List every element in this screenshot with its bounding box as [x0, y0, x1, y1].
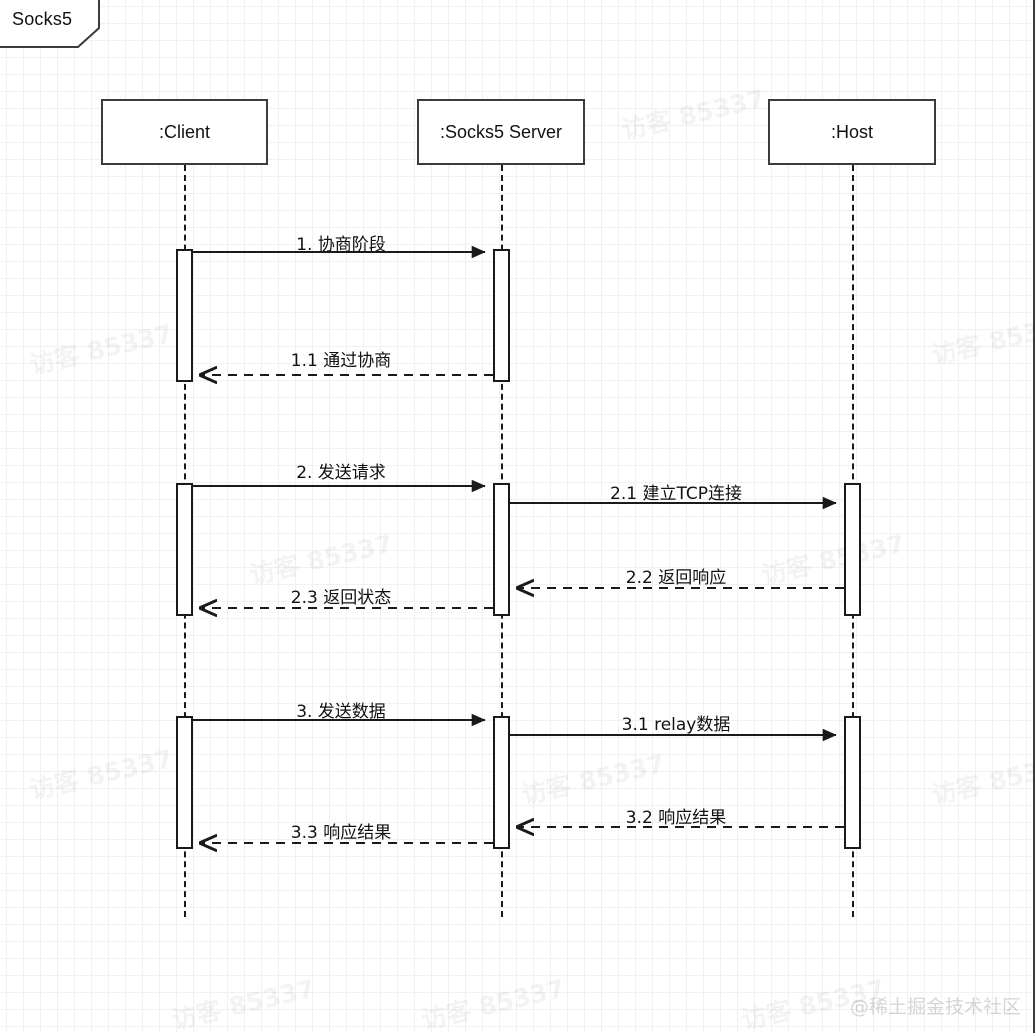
- watermark-corner: @稀土掘金技术社区: [849, 996, 1021, 1018]
- watermark-tile: 访客 85337: [928, 304, 1033, 372]
- activation-bar-server-2: [493, 483, 510, 616]
- message-label-m3_3: 3.3 响应结果: [290, 823, 392, 843]
- lifeline-head-server[interactable]: :Socks5 Server: [417, 99, 585, 165]
- message-label-m3_1: 3.1 relay数据: [621, 715, 731, 735]
- lifeline-head-host-label: :Host: [830, 121, 873, 142]
- activation-bar-client-1: [176, 249, 193, 382]
- message-label-m3_2: 3.2 响应结果: [625, 808, 727, 828]
- frame-tab-shape: [0, 0, 100, 48]
- message-label-m3: 3. 发送数据: [296, 702, 386, 722]
- watermark-tile: 访客 85337: [618, 79, 768, 147]
- watermark-tile: 访客 85337: [928, 744, 1033, 812]
- watermark-tile: 访客 85337: [246, 524, 396, 592]
- message-label-m2: 2. 发送请求: [296, 463, 386, 483]
- lifeline-head-client-label: :Client: [158, 121, 211, 142]
- activation-bar-server-1: [493, 249, 510, 382]
- watermark-tile: 访客 85337: [26, 314, 176, 382]
- message-label-m2_3: 2.3 返回状态: [290, 588, 392, 608]
- watermark-tile: 访客 85337: [518, 744, 668, 812]
- message-label-m2_2: 2.2 返回响应: [625, 568, 727, 588]
- lifeline-head-client[interactable]: :Client: [101, 99, 268, 165]
- watermark-tile: 访客 85337: [26, 739, 176, 807]
- activation-bar-server-3: [493, 716, 510, 849]
- watermark-tile: 访客 85337: [758, 524, 908, 592]
- activation-bar-host-3: [844, 716, 861, 849]
- lifeline-head-host[interactable]: :Host: [768, 99, 936, 165]
- frame-tab: Socks5: [0, 0, 100, 48]
- message-label-m1_1: 1.1 通过协商: [290, 351, 392, 371]
- activation-bar-client-2: [176, 483, 193, 616]
- watermark-tile: 访客 85337: [168, 969, 318, 1033]
- activation-bar-host-2: [844, 483, 861, 616]
- message-label-m1: 1. 协商阶段: [296, 235, 386, 255]
- activation-bar-client-3: [176, 716, 193, 849]
- lifeline-head-server-label: :Socks5 Server: [439, 121, 563, 142]
- frame-tab-label: Socks5: [12, 9, 73, 29]
- watermark-tile: 访客 85337: [418, 969, 568, 1033]
- message-label-m2_1: 2.1 建立TCP连接: [610, 484, 742, 504]
